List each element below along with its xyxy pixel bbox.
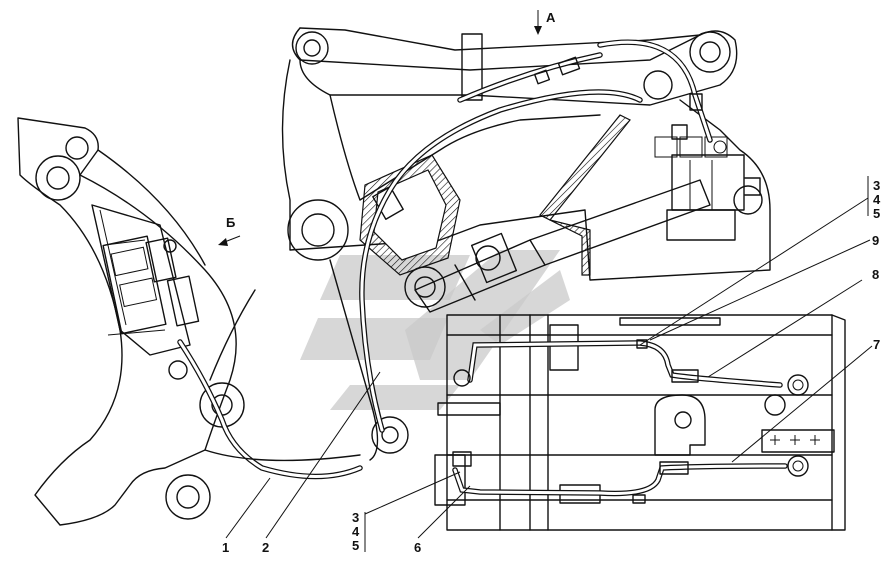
callout-3-left: 3 xyxy=(352,510,359,525)
view-a-label: А xyxy=(546,10,556,25)
leader-7 xyxy=(731,345,873,463)
view-a-arrow-head xyxy=(534,26,542,35)
frame-view xyxy=(434,314,846,531)
leader-lines xyxy=(218,10,873,552)
leader-345-right xyxy=(639,197,869,346)
callout-9: 9 xyxy=(872,233,879,248)
leader-1 xyxy=(225,477,271,539)
labels: А Б 1 2 6 7 8 9 3 4 5 3 4 5 xyxy=(222,10,881,555)
callout-5-left: 5 xyxy=(352,538,359,553)
callout-7: 7 xyxy=(873,337,880,352)
view-b-arrow-head xyxy=(218,238,228,246)
main-boom-view xyxy=(204,27,771,462)
callout-4-right: 4 xyxy=(873,192,881,207)
callout-4-left: 4 xyxy=(352,524,360,539)
leader-2 xyxy=(265,371,381,539)
leader-8 xyxy=(707,279,863,378)
callout-2: 2 xyxy=(262,540,269,555)
callout-5-right: 5 xyxy=(873,206,880,221)
view-b-label: Б xyxy=(226,215,235,230)
callout-6: 6 xyxy=(414,540,421,555)
left-arm-view xyxy=(17,117,363,526)
callout-8: 8 xyxy=(872,267,879,282)
callout-3-right: 3 xyxy=(873,178,880,193)
leader-6 xyxy=(417,485,471,539)
leader-345-left xyxy=(364,471,461,515)
leader-9 xyxy=(649,239,871,341)
callout-1: 1 xyxy=(222,540,229,555)
